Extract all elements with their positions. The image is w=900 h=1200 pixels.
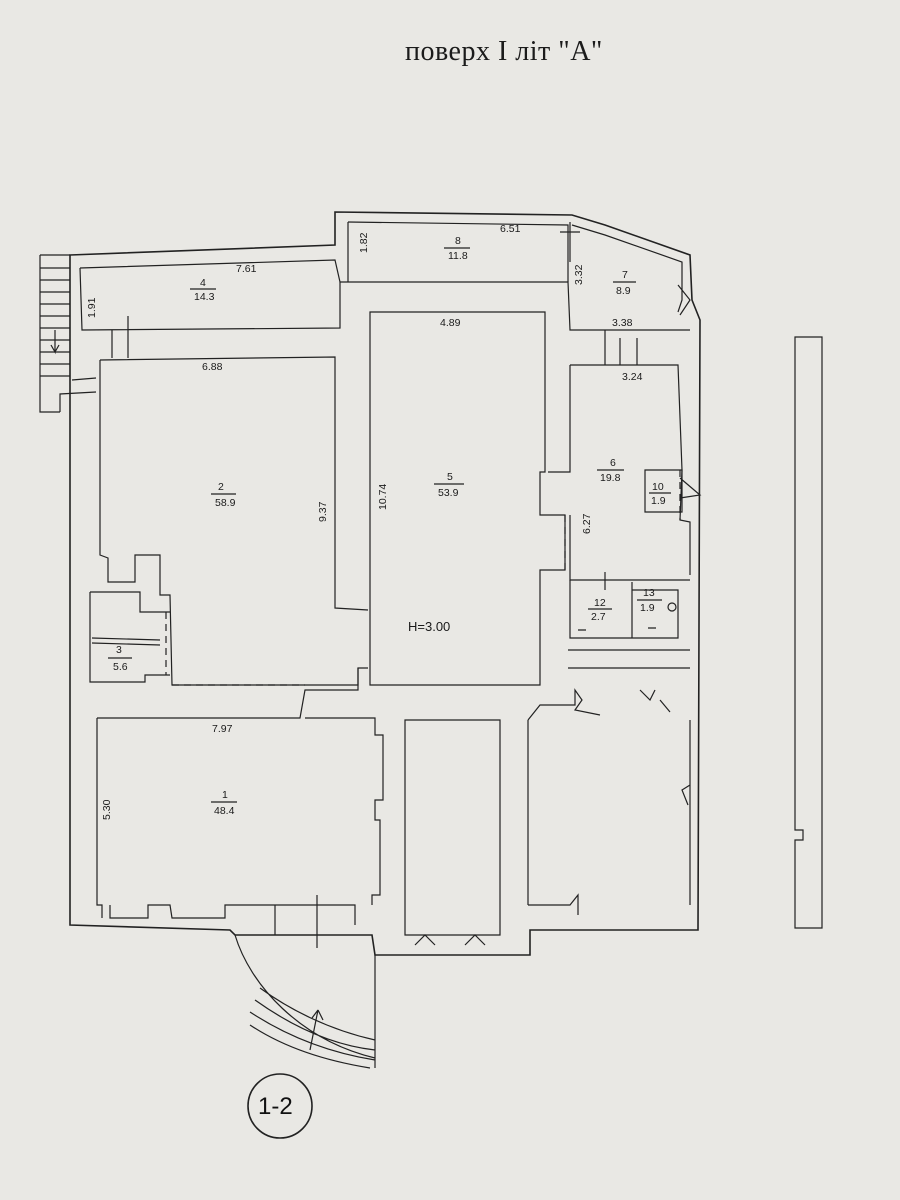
room-12-area: 2.7 — [591, 611, 606, 623]
room-8-area: 11.8 — [448, 250, 468, 262]
sheet-number-circle — [247, 1073, 313, 1139]
stair-entrance — [234, 934, 376, 1069]
room-10-area: 1.9 — [651, 495, 666, 507]
room-4-area: 14.3 — [194, 291, 215, 303]
dim-room8-length: 6.51 — [500, 223, 521, 235]
neighbor-wall — [794, 336, 823, 929]
dim-room2-length: 9.37 — [317, 501, 329, 522]
ceiling-height: H=3.00 — [408, 619, 450, 634]
plan-title: поверх I літ "А" — [405, 36, 603, 67]
dim-room8-width: 1.82 — [358, 232, 370, 253]
room-10-number: 10 — [652, 481, 664, 493]
room-1-number: 1 — [222, 789, 228, 801]
dim-room1-width: 7.97 — [212, 723, 233, 735]
dim-room5-length: 10.74 — [377, 484, 389, 510]
dim-room5-width: 4.89 — [440, 317, 461, 329]
dim-room7-width: 3.38 — [612, 317, 633, 329]
room-13-number: 13 — [643, 587, 655, 599]
dim-room4-width: 1.91 — [86, 297, 98, 318]
dim-room6-length: 6.27 — [581, 513, 593, 534]
room-6-number: 6 — [610, 457, 616, 469]
dim-room2-width: 6.88 — [202, 361, 223, 373]
room-8-number: 8 — [455, 235, 461, 247]
room-5-number: 5 — [447, 471, 453, 483]
room-1-area: 48.4 — [214, 805, 235, 817]
room-7-area: 8.9 — [616, 285, 631, 297]
room-12-number: 12 — [594, 597, 606, 609]
room-4-number: 4 — [200, 277, 206, 289]
dim-room6-width: 3.24 — [622, 371, 643, 383]
room-7-number: 7 — [622, 269, 628, 281]
room-2-area: 58.9 — [215, 497, 236, 509]
room-3-number: 3 — [116, 644, 122, 656]
room-6-area: 19.8 — [600, 472, 621, 484]
room-13-area: 1.9 — [640, 602, 655, 614]
dim-room4-length: 7.61 — [236, 263, 257, 275]
dim-room1-length: 5.30 — [101, 799, 113, 820]
room-5-area: 53.9 — [438, 487, 459, 499]
sheet-number: 1-2 — [258, 1093, 293, 1120]
room-3-area: 5.6 — [113, 661, 128, 673]
outer-wall — [69, 211, 701, 956]
dim-room7-length: 3.32 — [573, 264, 585, 285]
room-2-number: 2 — [218, 481, 224, 493]
